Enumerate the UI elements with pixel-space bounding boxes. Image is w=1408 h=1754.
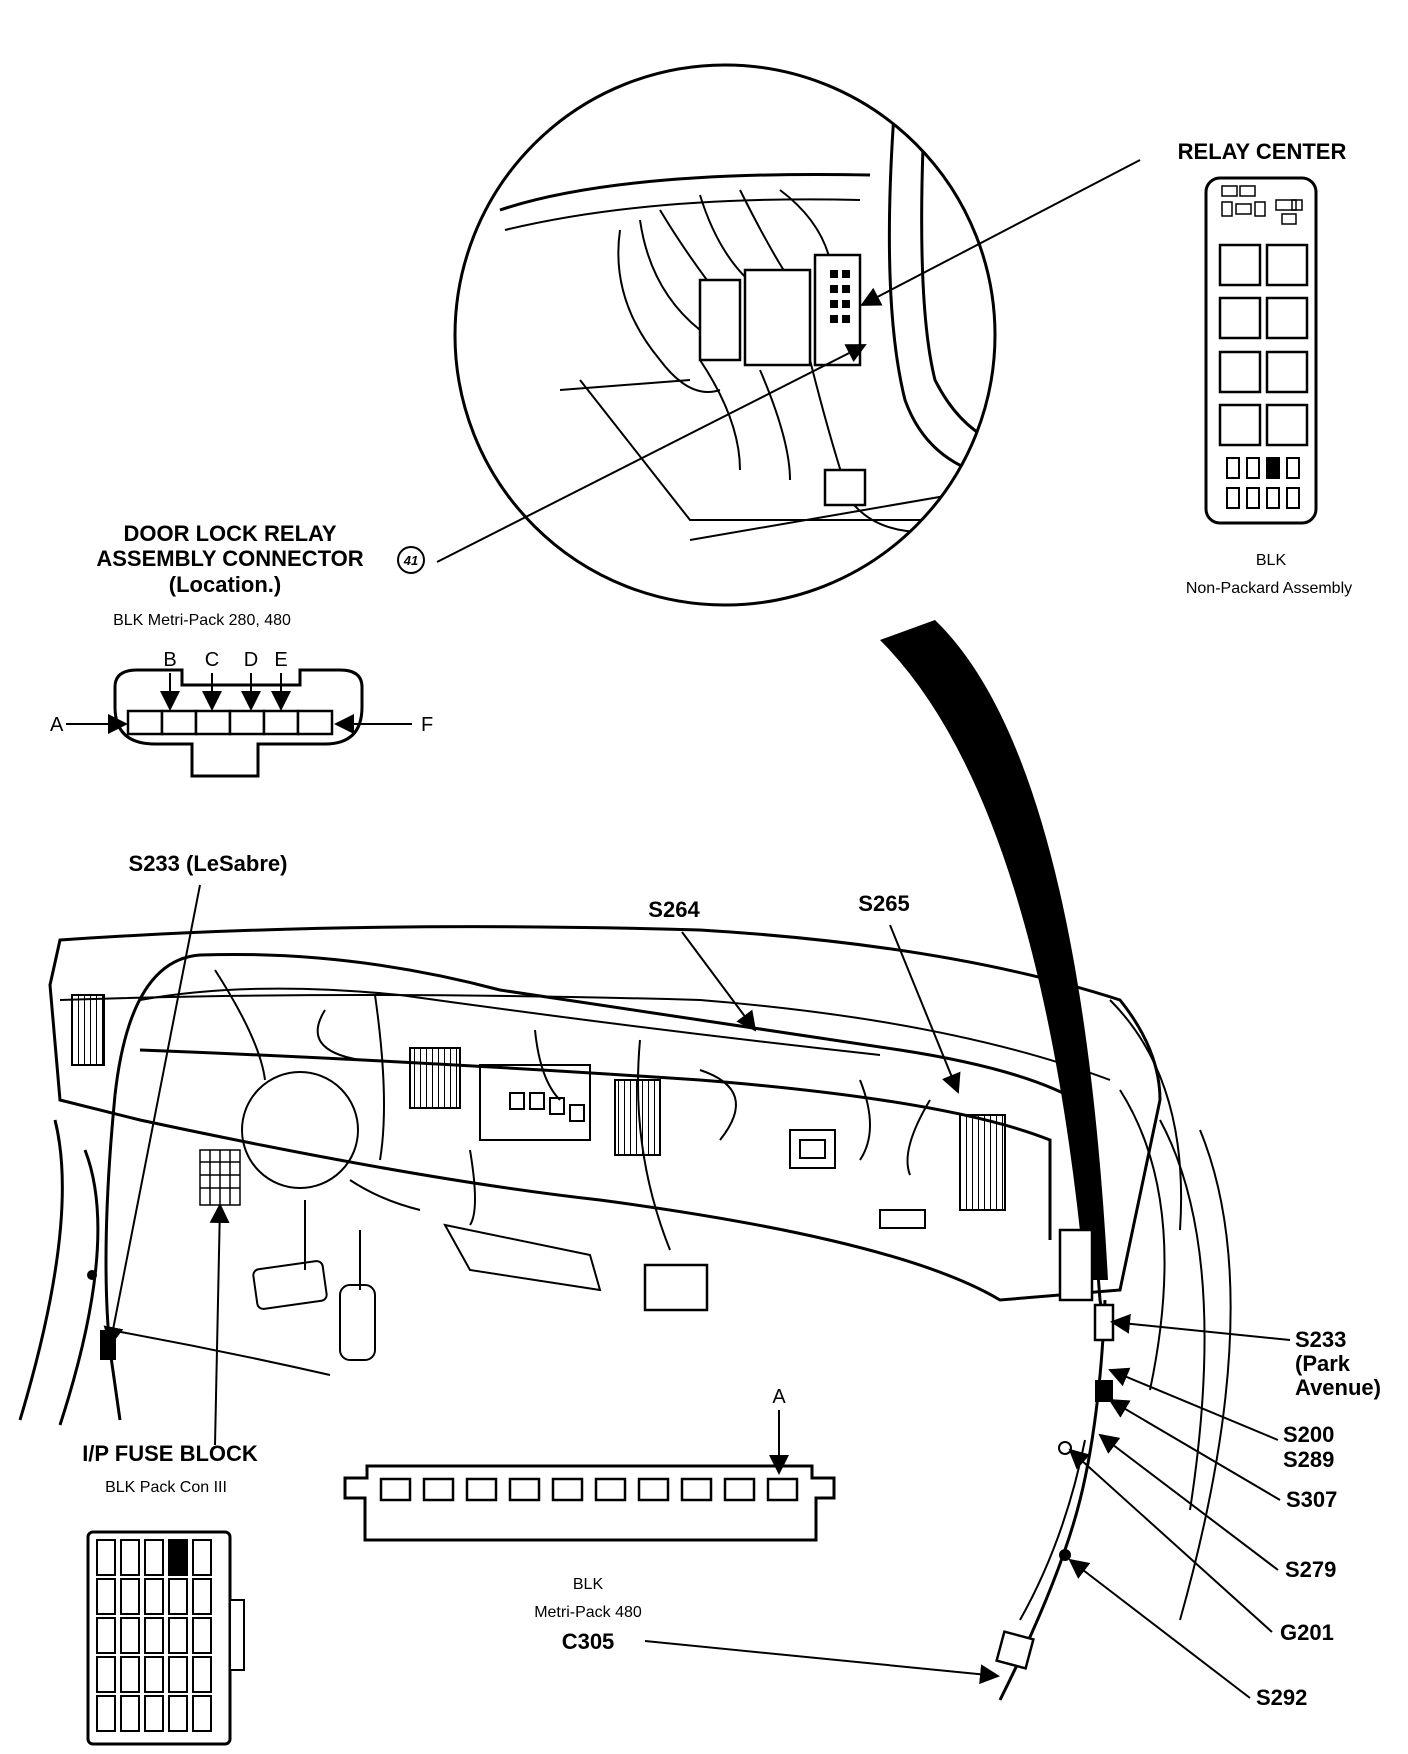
pin-label-f: F xyxy=(421,714,433,736)
s233-park-label-2: (Park xyxy=(1295,1351,1351,1376)
fuse-cavity xyxy=(120,1578,140,1615)
fuse-cavity xyxy=(120,1656,140,1693)
pin-label-e: E xyxy=(274,649,287,671)
relay-center-relays xyxy=(1218,243,1309,447)
c305-cavity xyxy=(766,1477,799,1502)
s292-label: S292 xyxy=(1256,1685,1307,1710)
c305-cavity xyxy=(465,1477,498,1502)
ip-fuse-block-spec: BLK Pack Con III xyxy=(105,1479,227,1496)
c305-cavity xyxy=(422,1477,455,1502)
c305-cavity xyxy=(637,1477,670,1502)
relay-center-leader xyxy=(860,159,1141,306)
fuse-cavity xyxy=(144,1539,164,1576)
c305-cavity xyxy=(594,1477,627,1502)
fuse-cavity xyxy=(168,1656,188,1693)
fuse-cavity xyxy=(96,1617,116,1654)
door-lock-title-line2: ASSEMBLY CONNECTOR xyxy=(96,546,363,571)
c305-housing xyxy=(343,1464,836,1542)
left-vent xyxy=(71,994,105,1066)
c305-cavity xyxy=(508,1477,541,1502)
fuse-cavity xyxy=(168,1539,188,1576)
ip-fuse-block-title: I/P FUSE BLOCK xyxy=(82,1441,258,1466)
door-lock-badge xyxy=(397,546,425,574)
fuse-cavity xyxy=(192,1695,212,1732)
relay-center-mini-cells xyxy=(1221,185,1303,225)
pin-label-b: B xyxy=(163,649,176,671)
c305-cavity xyxy=(551,1477,584,1502)
relay-center-fuses xyxy=(1226,457,1300,509)
connector-block-right xyxy=(1058,1228,1094,1302)
fuse-cavity xyxy=(192,1617,212,1654)
relay-center-detail-view xyxy=(453,63,1108,1280)
fuse-cavity xyxy=(192,1539,212,1576)
splice-callouts: S233 (LeSabre) S264 S265 S233 (Park Aven… xyxy=(103,851,1381,1710)
ip-fuse-block-in-panel xyxy=(199,1149,241,1206)
door-lock-spec: BLK Metri-Pack 280, 480 xyxy=(113,612,291,629)
s264-label: S264 xyxy=(648,897,700,922)
c305-spec: Metri-Pack 480 xyxy=(534,1604,642,1621)
door-lock-title-line1: DOOR LOCK RELAY xyxy=(123,521,336,546)
door-lock-relay-connector: DOOR LOCK RELAY ASSEMBLY CONNECTOR 41 (L… xyxy=(50,344,867,778)
fuse-cavity xyxy=(120,1617,140,1654)
center-left-vent xyxy=(409,1047,461,1109)
s233-park-label-1: S233 xyxy=(1295,1327,1346,1352)
c305-connector: A BLK Metri-Pack 480 C305 xyxy=(343,1386,1000,1685)
fuse-cavity xyxy=(120,1695,140,1732)
fuse-cavity xyxy=(192,1578,212,1615)
c305-cavity xyxy=(379,1477,412,1502)
instrument-panel-drawing xyxy=(18,925,1232,1701)
pin-label-a: A xyxy=(50,714,64,736)
c305-color: BLK xyxy=(573,1576,604,1593)
right-vent xyxy=(959,1114,1006,1211)
s265-label: S265 xyxy=(858,891,909,916)
s289-label: S289 xyxy=(1283,1447,1334,1472)
fuse-cavity xyxy=(144,1695,164,1732)
fuse-cavity xyxy=(168,1578,188,1615)
magnifier-beam xyxy=(880,620,1108,1280)
ip-fuse-block-detail: I/P FUSE BLOCK BLK Pack Con III xyxy=(82,1203,258,1746)
door-lock-leader xyxy=(436,344,867,563)
fuse-cavity xyxy=(96,1656,116,1693)
fuse-cavity xyxy=(168,1695,188,1732)
c305-cavities xyxy=(379,1477,799,1502)
relay-center-title: RELAY CENTER xyxy=(1178,139,1347,164)
relay-center-note: Non-Packard Assembly xyxy=(1186,580,1352,597)
relay-center-panel: RELAY CENTER BLK Non-Packard Assembly xyxy=(860,139,1352,597)
fuse-cavity xyxy=(144,1656,164,1693)
fuse-cavity xyxy=(120,1539,140,1576)
s233-park-label-3: Avenue) xyxy=(1295,1375,1381,1400)
c305-cavity xyxy=(680,1477,713,1502)
connector-block-lower xyxy=(643,1263,709,1312)
fuse-cavity xyxy=(96,1695,116,1732)
door-lock-title-line3: (Location.) xyxy=(169,572,281,597)
s307-label: S307 xyxy=(1286,1487,1337,1512)
relay-center-color: BLK xyxy=(1256,552,1287,569)
fuse-cavity xyxy=(96,1539,116,1576)
s200-label: S200 xyxy=(1283,1422,1334,1447)
fuse-cavity xyxy=(96,1578,116,1615)
door-lock-badge-number: 41 xyxy=(403,553,418,568)
c305-id: C305 xyxy=(562,1629,615,1654)
c305-cavity xyxy=(723,1477,756,1502)
ip-fuse-block-cells xyxy=(96,1539,212,1732)
s233-lesabre-label: S233 (LeSabre) xyxy=(129,851,288,876)
door-lock-connector-housing xyxy=(113,668,364,778)
fuse-cavity xyxy=(192,1656,212,1693)
s279-label: S279 xyxy=(1285,1557,1336,1582)
g201-label: G201 xyxy=(1280,1620,1334,1645)
fuse-cavity xyxy=(168,1617,188,1654)
pin-label-d: D xyxy=(244,649,258,671)
fuse-cavity xyxy=(144,1578,164,1615)
c305-pin-a-label: A xyxy=(772,1386,786,1408)
fuse-cavity xyxy=(144,1617,164,1654)
pin-label-c: C xyxy=(205,649,219,671)
door-lock-connector-cavities xyxy=(126,709,334,736)
